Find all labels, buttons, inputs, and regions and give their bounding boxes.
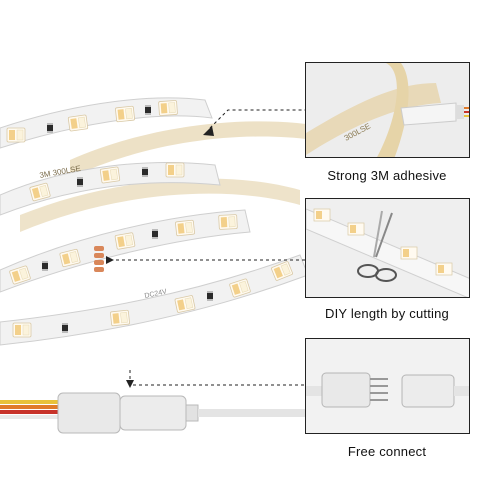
scissors-icon xyxy=(306,199,469,297)
adhesive-inset: 300LSE xyxy=(305,62,470,158)
strip-voltage-print: DC24V xyxy=(144,288,168,300)
adhesive-caption: Strong 3M adhesive xyxy=(327,168,447,183)
connector-left-housing xyxy=(57,392,121,434)
adhesive-peel-icon: 300LSE xyxy=(306,63,469,157)
connector-caption: Free connect xyxy=(347,444,427,459)
connector-inset xyxy=(305,338,470,434)
cutting-inset xyxy=(305,198,470,298)
connector-icon xyxy=(306,339,469,433)
cutting-caption: DIY length by cutting xyxy=(325,306,449,321)
